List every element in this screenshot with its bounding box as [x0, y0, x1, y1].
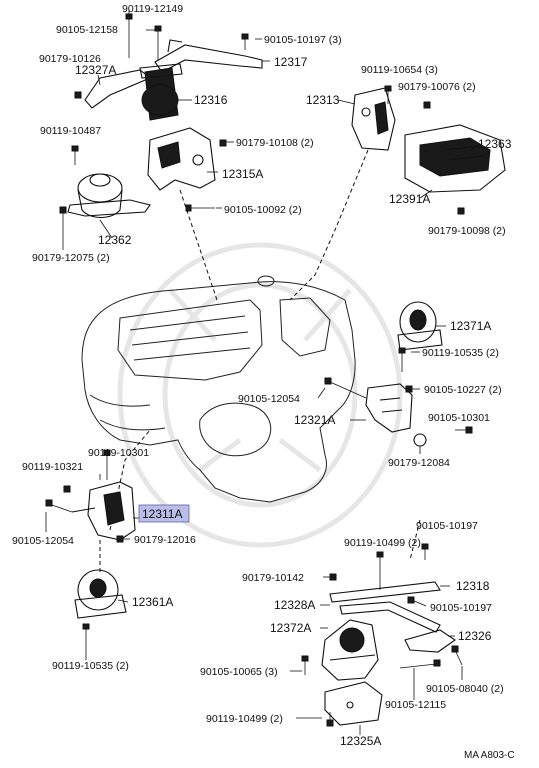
label-90179-10108: 90179-10108 (2): [236, 137, 314, 149]
label-12318: 12318: [456, 579, 490, 593]
part-labels: 90119-12149 90105-12158 90105-10197 (3) …: [12, 3, 512, 748]
part-12328A-rod: [339, 601, 441, 633]
part-12313-bracket: [351, 87, 396, 151]
watermark-emblem: [117, 242, 403, 548]
label-90105-10092: 90105-10092 (2): [224, 204, 302, 216]
part-12326-bracket: [404, 629, 456, 653]
label-90179-12016: 90179-12016: [134, 534, 196, 546]
label-90105-10197-top: 90105-10197: [416, 520, 478, 532]
label-90105-10197-3: 90105-10197 (3): [264, 34, 342, 46]
fasteners: [45, 13, 473, 727]
label-90119-10499-bottom: 90119-10499 (2): [206, 713, 283, 725]
label-90179-12075: 90179-12075 (2): [32, 252, 110, 264]
label-90105-10227: 90105-10227 (2): [424, 384, 502, 396]
label-90179-12084: 90179-12084: [388, 457, 450, 469]
label-90105-12115: 90105-12115: [385, 699, 446, 711]
label-12361A: 12361A: [132, 595, 173, 609]
label-12363: 12363: [478, 137, 512, 151]
part-12325A-bracket: [324, 681, 383, 726]
part-12362-insulator: [67, 173, 151, 219]
label-12311A: 12311A: [142, 507, 182, 521]
part-12315A-bracket: [147, 127, 216, 191]
label-90105-12054-right: 90105-12054: [238, 393, 300, 405]
label-90119-10535-top: 90119-10535 (2): [422, 347, 499, 359]
label-12328A: 12328A: [274, 598, 315, 612]
label-12316: 12316: [194, 93, 228, 107]
label-12325A: 12325A: [340, 734, 381, 748]
label-90105-10065: 90105-10065 (3): [200, 666, 278, 678]
label-12326: 12326: [458, 629, 492, 643]
label-12315A: 12315A: [222, 167, 263, 181]
label-90119-10535-bottom: 90119-10535 (2): [52, 660, 129, 672]
label-12391A: 12391A: [389, 192, 430, 206]
part-12363-mount: [404, 124, 506, 193]
label-12327A: 12327A: [75, 63, 116, 77]
label-90119-10654: 90119-10654 (3): [361, 64, 438, 76]
part-12317-bracket: [154, 39, 263, 73]
label-90179-10076: 90179-10076 (2): [398, 81, 476, 93]
label-12321A: 12321A: [294, 413, 335, 427]
label-90119-10499-top: 90119-10499 (2): [344, 537, 421, 549]
part-12361A-insulator: [74, 569, 127, 619]
label-12362: 12362: [98, 233, 132, 247]
engine-block-outline: [81, 275, 356, 503]
label-leader-lines: [45, 10, 481, 735]
label-90105-08040: 90105-08040 (2): [426, 683, 504, 695]
label-90119-10487: 90119-10487: [40, 125, 101, 137]
part-12311A-bracket: [71, 481, 136, 541]
part-12371A-insulator: [397, 301, 443, 351]
label-90119-10301: 90119-10301: [88, 447, 149, 459]
label-12371A: 12371A: [450, 319, 491, 333]
highlight-box-12311A: [138, 504, 190, 523]
label-90105-12158: 90105-12158: [56, 24, 118, 36]
label-90119-12149: 90119-12149: [122, 3, 183, 15]
label-90179-10142: 90179-10142: [242, 572, 304, 584]
label-12313: 12313: [306, 93, 340, 107]
label-90179-10098: 90179-10098 (2): [428, 225, 506, 237]
label-90179-10126: 90179-10126: [39, 53, 101, 65]
reference-code: MA A803-C: [464, 750, 515, 761]
part-12316-mount: [139, 63, 183, 121]
part-12318-rod: [329, 581, 441, 603]
label-90105-12054-left: 90105-12054: [12, 535, 74, 547]
part-12372A-mount: [321, 619, 379, 681]
label-90105-10197-mid: 90105-10197: [430, 602, 492, 614]
label-90105-10301: 90105-10301: [428, 412, 490, 424]
label-12317: 12317: [274, 55, 308, 69]
label-12372A: 12372A: [270, 621, 311, 635]
label-90119-10321: 90119-10321: [22, 461, 83, 473]
